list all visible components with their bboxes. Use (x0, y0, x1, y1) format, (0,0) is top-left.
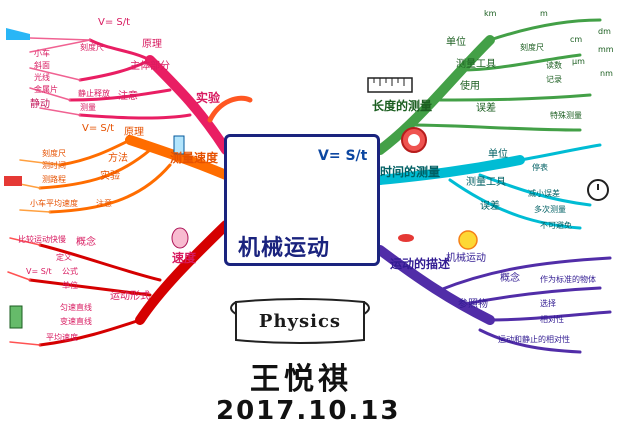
banner-text: Physics (258, 311, 342, 332)
unit-label: mm (598, 45, 614, 54)
central-topic-box (224, 134, 380, 266)
node-label: 停表 (532, 163, 548, 172)
node-label: 匀速直线 (60, 303, 92, 312)
smiley-icon (458, 230, 478, 250)
node-label: 原理 (142, 39, 162, 50)
unit-label: μm (572, 57, 585, 66)
node-formula: V= S/t (26, 267, 52, 276)
node-label: 多次测量 (534, 205, 566, 214)
node-label: 测时间 (42, 161, 66, 170)
branch-label-time: 时间的测量 (380, 165, 441, 179)
node-label: 运动形式 (110, 291, 150, 302)
node-label: 单位 (488, 149, 508, 160)
node-label: 刻度尺 (42, 149, 66, 158)
node-label: 小车平均速度 (30, 199, 78, 208)
unit-label: km (484, 9, 497, 18)
node-label: 注意 (96, 199, 112, 208)
node-label: 光线 (34, 73, 50, 82)
node-label: 测路程 (42, 175, 66, 184)
battery-doodle-icon (9, 305, 23, 329)
beaker-doodle-icon (173, 135, 185, 155)
node-label: 注意 (118, 91, 138, 102)
node-label: 相对性 (540, 315, 564, 324)
lips-icon (398, 234, 414, 242)
node-label: 静动 (30, 99, 50, 110)
node-label: 误差 (480, 201, 500, 212)
node-label: 实验 (100, 171, 120, 182)
car-doodle-icon (4, 176, 22, 186)
blue-sign-icon (6, 28, 30, 40)
stopwatch-icon (587, 179, 609, 201)
node-label: 作为标准的物体 (540, 275, 596, 284)
central-formula: V= S/t (318, 148, 368, 164)
unit-label: dm (598, 27, 611, 36)
author-name: 王悦祺 (250, 362, 352, 397)
node-label: 运动和静止的相对性 (498, 335, 570, 344)
node-label: 定义 (56, 253, 72, 262)
branch-motion (375, 245, 612, 354)
unit-label: cm (570, 35, 583, 44)
node-label: 变速直线 (60, 317, 92, 326)
node-label: 测量工具 (466, 177, 506, 188)
node-label: 单位 (62, 281, 78, 290)
branch-experiment (29, 37, 253, 155)
node-label: 金属片 (34, 85, 58, 94)
node-label: 误差 (476, 103, 496, 114)
node-label: 记录 (546, 75, 562, 84)
node-label: 主体部分 (130, 61, 170, 72)
date: 2017.10.13 (216, 396, 401, 426)
central-title: 机械运动 (238, 236, 331, 261)
branch-label-experiment: 实验 (196, 91, 221, 105)
node-label: 静止释放 (78, 89, 110, 98)
rabbit-doodle-icon (171, 227, 189, 249)
node-label: 特殊测量 (550, 111, 582, 120)
node-label: 使用 (460, 81, 480, 92)
node-label: 原理 (124, 127, 144, 138)
node-formula: V= S/t (98, 17, 131, 28)
node-label: 测量工具 (456, 59, 496, 70)
node-label: 斜面 (34, 61, 50, 70)
node-label: 不可避免 (540, 221, 572, 230)
node-label: 刻度尺 (80, 43, 104, 52)
node-label: 概念 (500, 273, 520, 284)
clock-icon (401, 127, 427, 153)
branch-label-measure-speed: 测量速度 (170, 151, 219, 165)
physics-banner (230, 298, 370, 344)
branch-length (375, 18, 602, 155)
node-formula: V= S/t (82, 123, 115, 134)
ruler-icon (367, 77, 413, 93)
node-label: 机械运动 (446, 253, 486, 264)
node-label: 平均速度 (46, 333, 78, 342)
unit-label: nm (600, 69, 613, 78)
branch-speed (7, 220, 231, 347)
branch-label-motion: 运动的描述 (390, 257, 451, 271)
node-label: 方法 (108, 153, 128, 164)
node-label: 比较运动快慢 (18, 235, 66, 244)
node-label: 读数 (546, 61, 562, 70)
branch-time (375, 143, 602, 230)
node-label: 公式 (62, 267, 78, 276)
unit-label: m (540, 9, 548, 18)
node-label: 概念 (76, 237, 96, 248)
node-label: 减小误差 (528, 189, 560, 198)
branch-label-speed: 速度 (172, 251, 197, 265)
node-label: 参照物 (458, 299, 488, 310)
node-label: 小车 (34, 49, 50, 58)
branch-label-length: 长度的测量 (372, 99, 433, 113)
node-label: 刻度尺 (520, 43, 544, 52)
node-label: 选择 (540, 299, 556, 308)
node-label: 测量 (80, 103, 96, 112)
node-label: 单位 (446, 37, 466, 48)
